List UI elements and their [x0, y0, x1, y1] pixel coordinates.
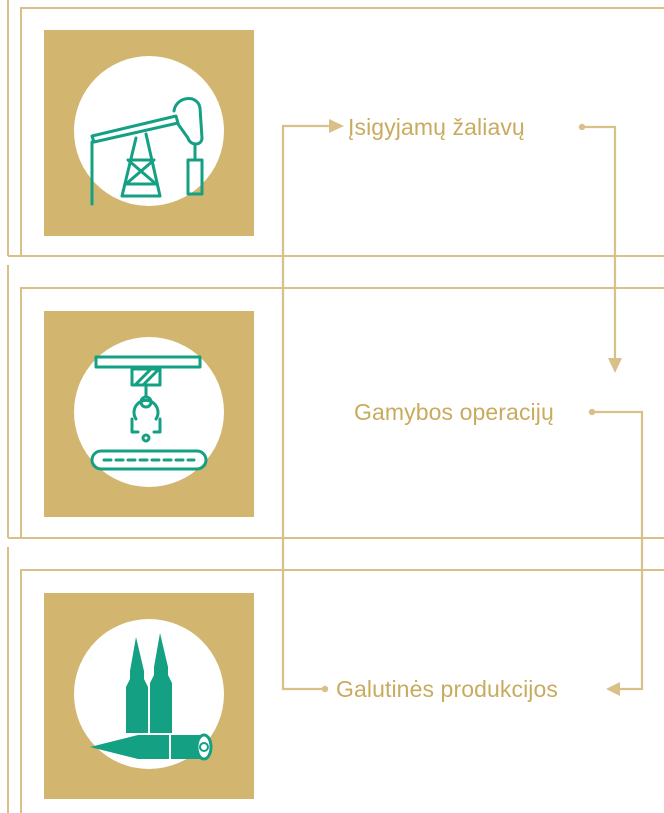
stage-circle-2: [74, 337, 224, 487]
stage-tile-2: [44, 311, 254, 517]
stage-circle-1: [74, 56, 224, 206]
panel-frame-3: [20, 569, 664, 813]
panel-frame-2: [20, 287, 664, 539]
connector-left: [281, 124, 330, 691]
oil-pump-icon: [90, 97, 204, 206]
stage-label-3: Galutinės produkcijos: [336, 676, 558, 702]
connector-right-2: [592, 410, 644, 691]
stage-label-2: Gamybos operacijų: [354, 399, 554, 425]
panel-frame-1: [20, 7, 664, 257]
stage-label-1: Įsigyjamų žaliavų: [348, 114, 525, 140]
stage-tile-1: [44, 30, 254, 236]
arrowhead-1: [329, 119, 344, 133]
connector-right: [582, 125, 617, 364]
ammunition-icon: [90, 633, 213, 761]
arrowhead-2: [608, 358, 622, 373]
stage-circle-3: [74, 619, 224, 769]
stage-tile-3: [44, 593, 254, 799]
robotic-arm-icon: [90, 355, 208, 471]
arrowhead-3: [606, 682, 620, 696]
